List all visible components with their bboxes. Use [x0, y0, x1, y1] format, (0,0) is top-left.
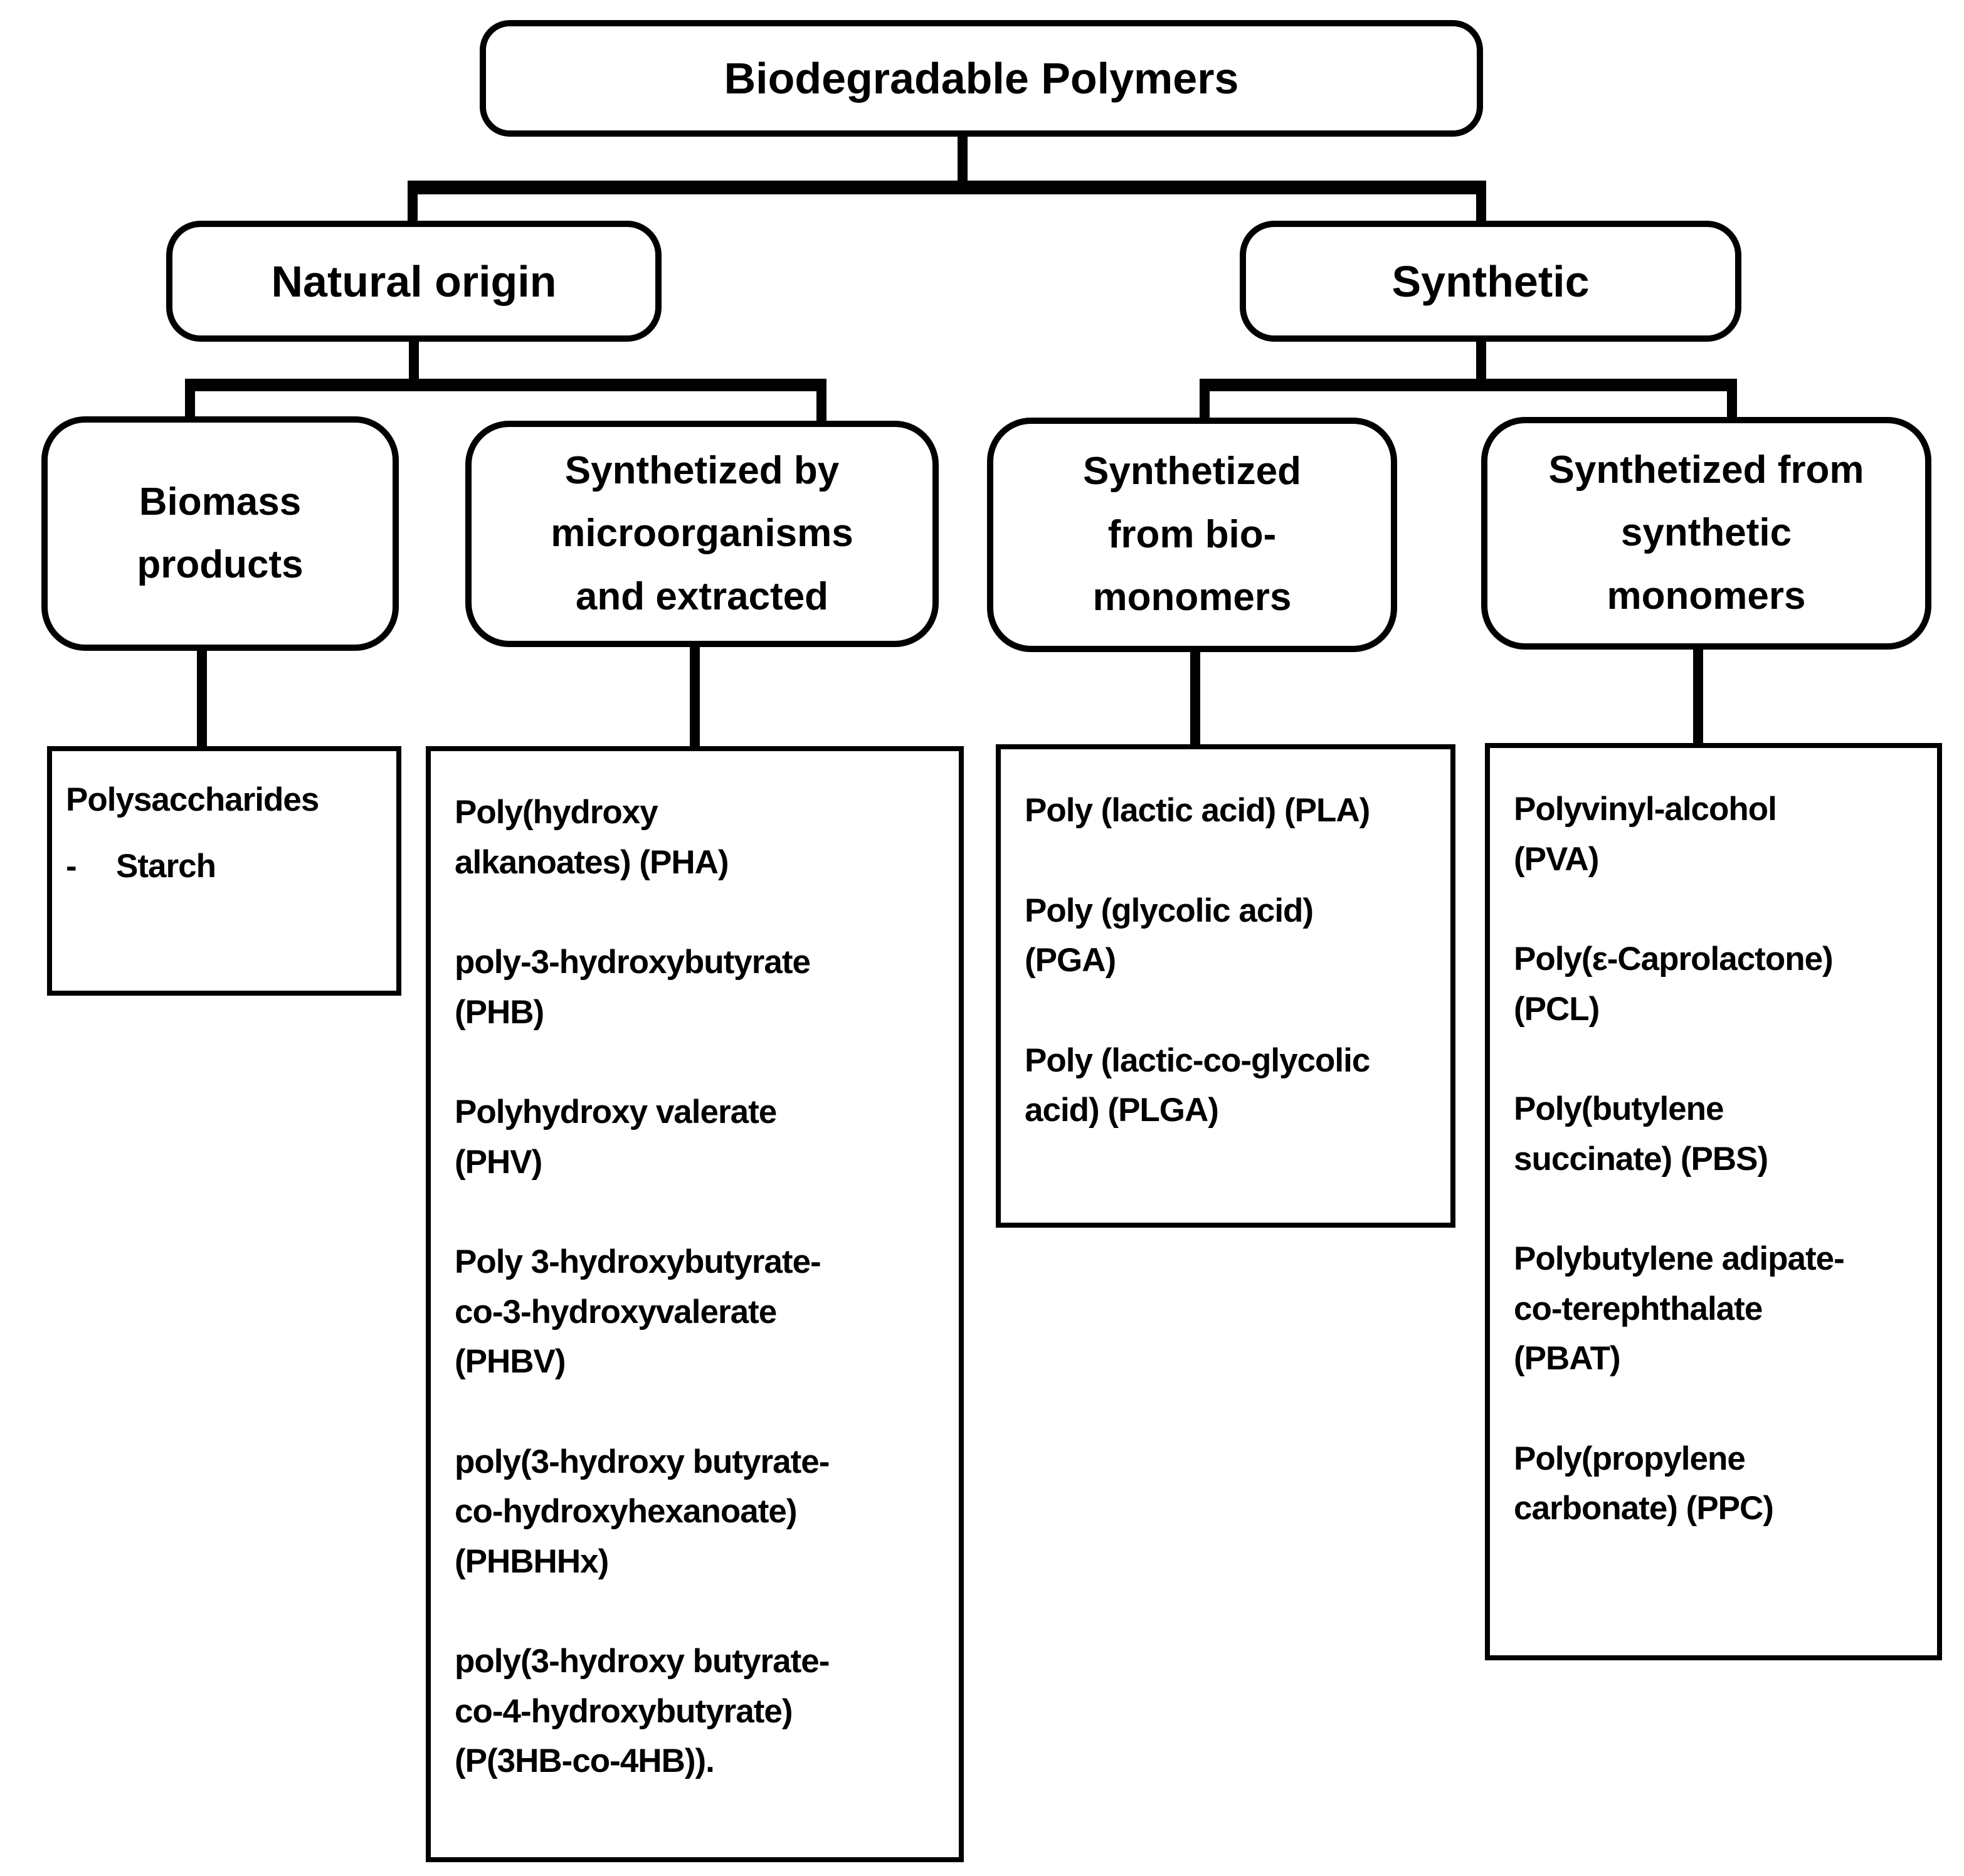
node-synthetic-label: Synthetic	[1391, 256, 1590, 306]
list-item-phv: Polyhydroxy valerate (PHV)	[455, 1093, 777, 1181]
connector-synthetic-stub	[1476, 340, 1486, 380]
node-natural-origin-label: Natural origin	[271, 256, 557, 306]
connector-synthmonomers-drop	[1727, 391, 1737, 418]
leaf-polysaccharides-content: Polysaccharides - Starch	[52, 751, 396, 904]
leaf-microorganism-polymers: Poly(hydroxy alkanoates) (PHA) poly-3-hy…	[426, 746, 964, 1862]
list-item-p3hb-co-4hb: poly(3-hydroxy butyrate- co-4-hydroxybut…	[455, 1643, 830, 1779]
connector-biomonomers-drop	[1200, 391, 1210, 419]
list-item-ppc: Poly(propylene carbonate) (PPC)	[1514, 1440, 1774, 1527]
leaf-bio-monomer-polymers-content: Poly (lactic acid) (PLA) Poly (glycolic …	[1001, 749, 1450, 1148]
list-item-pcl: Poly(ε-Caprolactone) (PCL)	[1514, 941, 1834, 1028]
polysaccharides-title: Polysaccharides	[66, 781, 319, 818]
connector-biomass-drop	[185, 391, 195, 418]
connector-biomass-leaf-stub	[197, 650, 207, 746]
node-biodegradable-polymers: Biodegradable Polymers	[480, 20, 1483, 137]
leaf-synthetic-monomer-polymers-content: Polyvinyl-alcohol (PVA) Poly(ε-Caprolact…	[1490, 748, 1937, 1546]
connector-natural-stub	[409, 340, 419, 380]
list-item-phb: poly-3-hydroxybutyrate (PHB)	[455, 944, 811, 1031]
leaf-microorganism-polymers-content: Poly(hydroxy alkanoates) (PHA) poly-3-hy…	[431, 751, 959, 1799]
connector-micro-drop	[816, 391, 826, 422]
connector-biomonomers-leaf-stub	[1190, 651, 1200, 744]
node-synthetized-from-synthetic-monomers-label: Synthetized from synthetic monomers	[1548, 448, 1864, 618]
list-item-pbat: Polybutylene adipate- co-terephthalate (…	[1514, 1240, 1845, 1377]
list-item-pbs: Poly(butylene succinate) (PBS)	[1514, 1090, 1768, 1178]
node-biodegradable-polymers-label: Biodegradable Polymers	[724, 54, 1239, 103]
list-item-plga: Poly (lactic-co-glycolic acid) (PLGA)	[1025, 1041, 1370, 1129]
connector-root-stub	[958, 134, 968, 182]
connector-synthmonomers-leaf-stub	[1693, 648, 1703, 743]
starch-list-item: - Starch	[66, 841, 388, 892]
leaf-bio-monomer-polymers: Poly (lactic acid) (PLA) Poly (glycolic …	[996, 744, 1455, 1228]
node-natural-origin: Natural origin	[166, 221, 662, 342]
node-synthetized-from-synthetic-monomers: Synthetized from synthetic monomers	[1481, 417, 1931, 650]
node-synthetic: Synthetic	[1240, 221, 1741, 342]
node-synthetized-from-bio-monomers: Synthetized from bio- monomers	[987, 418, 1397, 652]
list-item-phbhhx: poly(3-hydroxy butyrate- co-hydroxyhexan…	[455, 1443, 830, 1580]
connector-synthetic-bar	[1200, 379, 1737, 391]
node-synthetized-from-bio-monomers-label: Synthetized from bio- monomers	[1083, 450, 1301, 619]
node-biomass-products: Biomass products	[41, 416, 399, 651]
connector-natural-drop	[408, 194, 418, 222]
connector-synthetic-drop	[1476, 194, 1486, 222]
list-item-phbv: Poly 3-hydroxybutyrate- co-3-hydroxyvale…	[455, 1243, 821, 1380]
list-item-pla: Poly (lactic acid) (PLA)	[1025, 792, 1370, 829]
node-synthetized-by-microorganisms-label: Synthetized by microorganisms and extrac…	[551, 448, 853, 618]
connector-natural-bar	[185, 379, 826, 391]
leaf-synthetic-monomer-polymers: Polyvinyl-alcohol (PVA) Poly(ε-Caprolact…	[1485, 743, 1942, 1660]
node-biomass-products-label: Biomass products	[137, 480, 304, 586]
starch-label: Starch	[116, 847, 216, 885]
connector-micro-leaf-stub	[690, 646, 700, 746]
node-synthetized-by-microorganisms: Synthetized by microorganisms and extrac…	[465, 421, 939, 647]
list-item-pga: Poly (glycolic acid) (PGA)	[1025, 892, 1314, 979]
dash-bullet: -	[66, 847, 77, 885]
list-item-pha: Poly(hydroxy alkanoates) (PHA)	[455, 794, 729, 881]
list-item-pva: Polyvinyl-alcohol (PVA)	[1514, 791, 1777, 878]
leaf-polysaccharides: Polysaccharides - Starch	[47, 746, 401, 996]
connector-level1-bar	[408, 181, 1486, 194]
